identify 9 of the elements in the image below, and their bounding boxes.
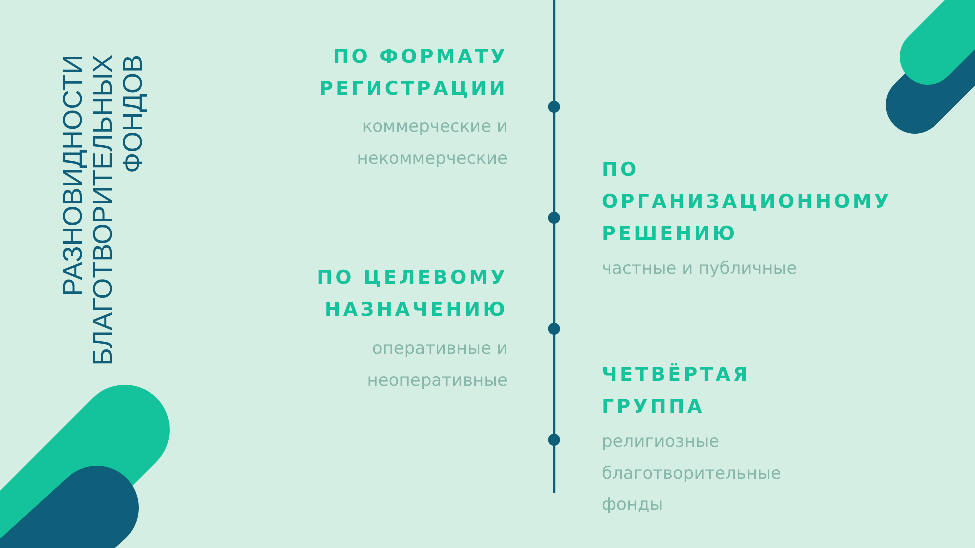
category-heading: ПО ЦЕЛЕВОМУ НАЗНАЧЕНИЮ <box>316 266 508 323</box>
category-description: оперативные и неоперативные <box>366 338 508 392</box>
category-heading: ПО ФОРМАТУ РЕГИСТРАЦИИ <box>318 45 508 102</box>
category-heading: ЧЕТВЁРТАЯ ГРУППА <box>602 362 752 420</box>
category-description: религиозные благотворительные фонды <box>602 431 783 517</box>
category-description: частные и публичные <box>602 258 798 281</box>
category-heading: ПО ОРГАНИЗАЦИОННОМУ РЕШЕНИЮ <box>602 158 893 247</box>
diagram-title: РАЗНОВИДНОСТИ БЛАГОТВОРИТЕЛЬНЫХ ФОНДОВ <box>58 55 148 367</box>
category-description: коммерческие и некоммерческие <box>356 116 508 170</box>
